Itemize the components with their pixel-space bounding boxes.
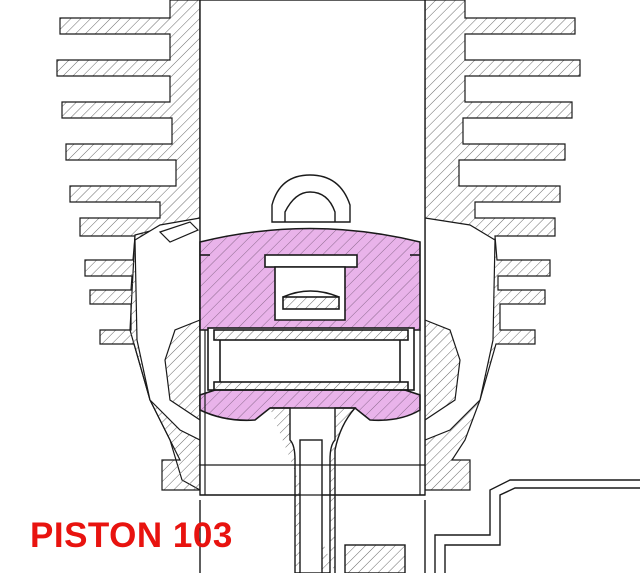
connecting-rod <box>270 407 357 573</box>
left-cylinder-wall <box>56 0 201 492</box>
crankcase <box>199 479 640 573</box>
glow-plug <box>271 174 351 223</box>
wrist-pin <box>207 327 415 391</box>
diagram-title: PISTON 103 <box>30 516 233 555</box>
cylinder-liner <box>200 330 425 496</box>
piston <box>199 227 421 422</box>
right-cylinder-wall <box>424 0 581 491</box>
